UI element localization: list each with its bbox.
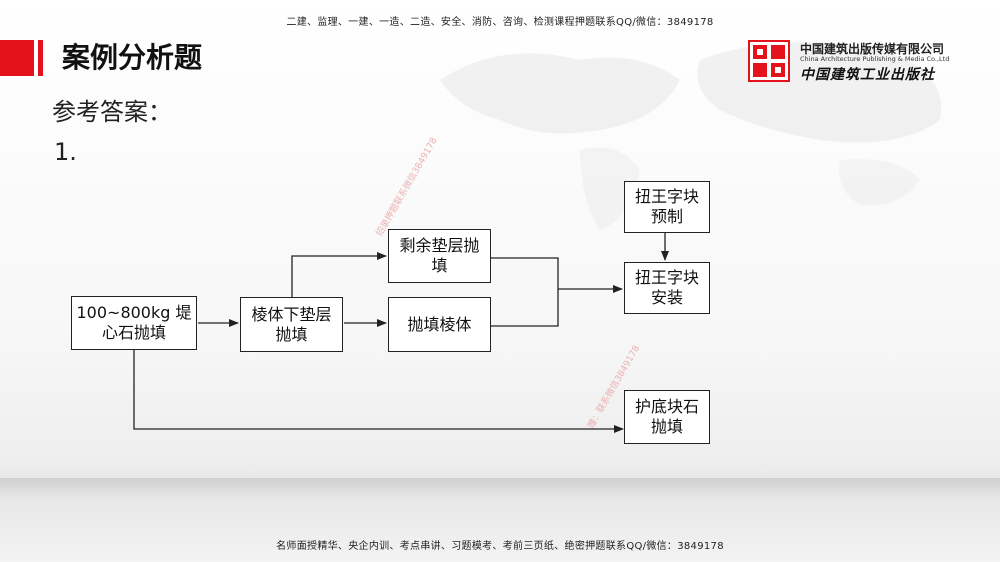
node-block-install: 扭王字块安装 xyxy=(624,262,710,314)
arrow-under-to-remaining xyxy=(291,252,387,297)
node-prism-fill: 抛填棱体 xyxy=(388,297,491,352)
top-note: 二建、监理、一建、一造、二造、安全、消防、咨询、检测课程押题联系QQ/微信：38… xyxy=(286,17,714,28)
node-remaining-cushion: 剩余垫层抛填 xyxy=(388,229,491,283)
bottom-note: 名师面授精华、央企内训、考点串讲、习题模考、考前三页纸、绝密押题联系QQ/微信：… xyxy=(276,541,724,552)
arrow-core-to-toe xyxy=(133,350,624,433)
node-core-stone: 100~800kg 堤心石抛填 xyxy=(71,296,197,350)
publisher-logo-block: 中国建筑出版传媒有限公司 China Architecture Publishi… xyxy=(748,38,958,88)
connector-remaining-merge xyxy=(491,257,559,327)
background-floor xyxy=(0,478,1000,562)
node-toe-protection: 护底块石抛填 xyxy=(624,390,710,444)
publisher-name-en: China Architecture Publishing & Media Co… xyxy=(800,55,950,63)
node-under-cushion: 棱体下垫层抛填 xyxy=(240,297,343,352)
title-accent-bar xyxy=(0,40,34,76)
item-number: 1. xyxy=(54,138,77,166)
publisher-logo-icon xyxy=(748,40,790,82)
node-block-prefab: 扭王字块预制 xyxy=(624,181,710,233)
publisher-name-cn2: 中国建筑工业出版社 xyxy=(800,67,935,83)
publisher-name-cn: 中国建筑出版传媒有限公司 xyxy=(800,42,945,56)
page-title: 案例分析题 xyxy=(62,41,203,74)
reference-answer-label: 参考答案： xyxy=(52,98,172,126)
title-accent-thin-bar xyxy=(38,40,43,76)
